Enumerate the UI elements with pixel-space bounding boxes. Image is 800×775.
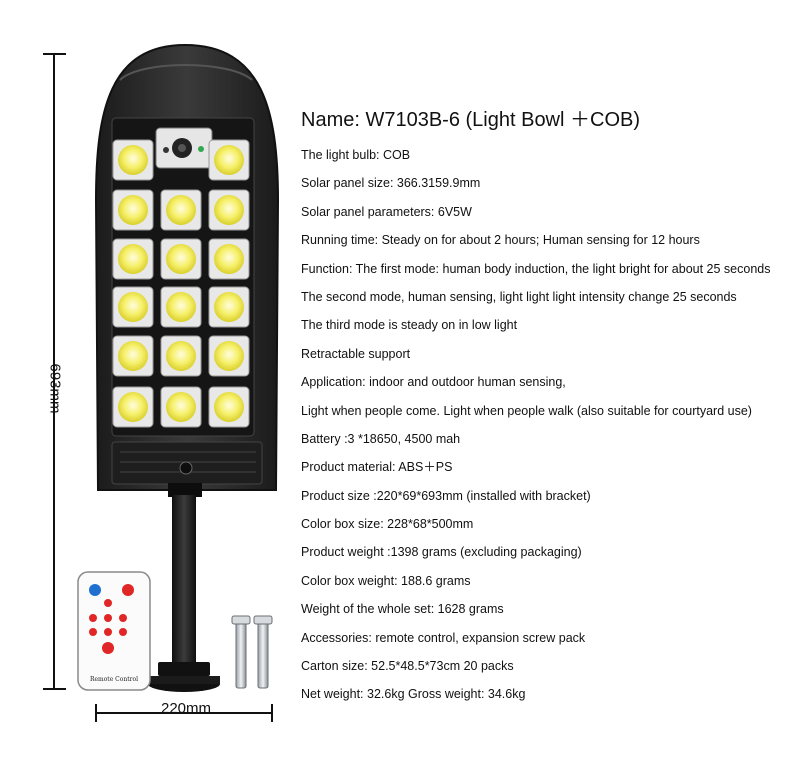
spec-item: The second mode, human sensing, light li… <box>301 289 737 304</box>
spec-item: Carton size: 52.5*48.5*73cm 20 packs <box>301 659 514 674</box>
led-chip-icon <box>214 244 244 274</box>
height-dimension-label: 693mm <box>46 363 64 414</box>
led-chip-icon <box>214 392 244 422</box>
led-chip-icon <box>166 292 196 322</box>
spec-item: Function: The first mode: human body ind… <box>301 261 771 276</box>
remote-power-off-button <box>122 584 134 596</box>
led-chip-icon <box>214 292 244 322</box>
spec-item: Retractable support <box>301 346 411 361</box>
led-chip-icon <box>118 292 148 322</box>
expansion-screws <box>231 615 273 689</box>
spec-item: Solar panel parameters: 6V5W <box>301 204 472 219</box>
led-chip-icon <box>166 244 196 274</box>
spec-item: Weight of the whole set: 1628 grams <box>301 602 504 617</box>
spec-item: Product size :220*69*693mm (installed wi… <box>301 488 591 503</box>
led-grid <box>112 139 250 428</box>
led-chip-icon <box>166 392 196 422</box>
spec-item: The third mode is steady on in low light <box>301 318 518 333</box>
height-dimension-line <box>43 53 66 690</box>
led-chip-icon <box>214 195 244 225</box>
remote-control-label: Remote Control <box>89 676 139 683</box>
led-chip-icon <box>214 145 244 175</box>
spec-item: Solar panel size: 366.3159.9mm <box>301 176 481 191</box>
remote-control <box>77 571 151 691</box>
spec-item: Accessories: remote control, expansion s… <box>301 630 586 645</box>
spec-item: Application: indoor and outdoor human se… <box>301 375 566 390</box>
led-chip-icon <box>118 392 148 422</box>
mounting-pole <box>148 495 220 692</box>
spec-item: The light bulb: COB <box>301 148 411 162</box>
led-chip-icon <box>118 195 148 225</box>
spec-list: The light bulb: COB Solar panel size: 36… <box>301 141 771 709</box>
width-dimension-line <box>95 704 273 722</box>
spec-item: Battery :3 *18650, 4500 mah <box>301 431 461 446</box>
remote-power-on-button <box>89 584 101 596</box>
spec-item: Product weight :1398 grams (excluding pa… <box>301 545 582 560</box>
spec-item: Net weight: 32.6kg Gross weight: 34.6kg <box>301 687 526 702</box>
led-chip-icon <box>166 341 196 371</box>
spec-item: Light when people come. Light when peopl… <box>301 403 752 418</box>
led-chip-icon <box>118 341 148 371</box>
width-dimension-label: 220mm <box>160 700 212 717</box>
spec-item: Color box size: 228*68*500mm <box>301 517 474 532</box>
led-chip-icon <box>118 244 148 274</box>
led-chip-icon <box>166 195 196 225</box>
product-name-title: Name: W7103B-6 (Light Bowl ＋COB) <box>301 109 641 131</box>
spec-item: Running time: Steady on for about 2 hour… <box>301 233 700 248</box>
spec-item: Color box weight: 188.6 grams <box>301 573 471 588</box>
spec-item: Product material: ABS＋PS <box>301 460 453 475</box>
led-chip-icon <box>214 341 244 371</box>
led-chip-icon <box>118 145 148 175</box>
